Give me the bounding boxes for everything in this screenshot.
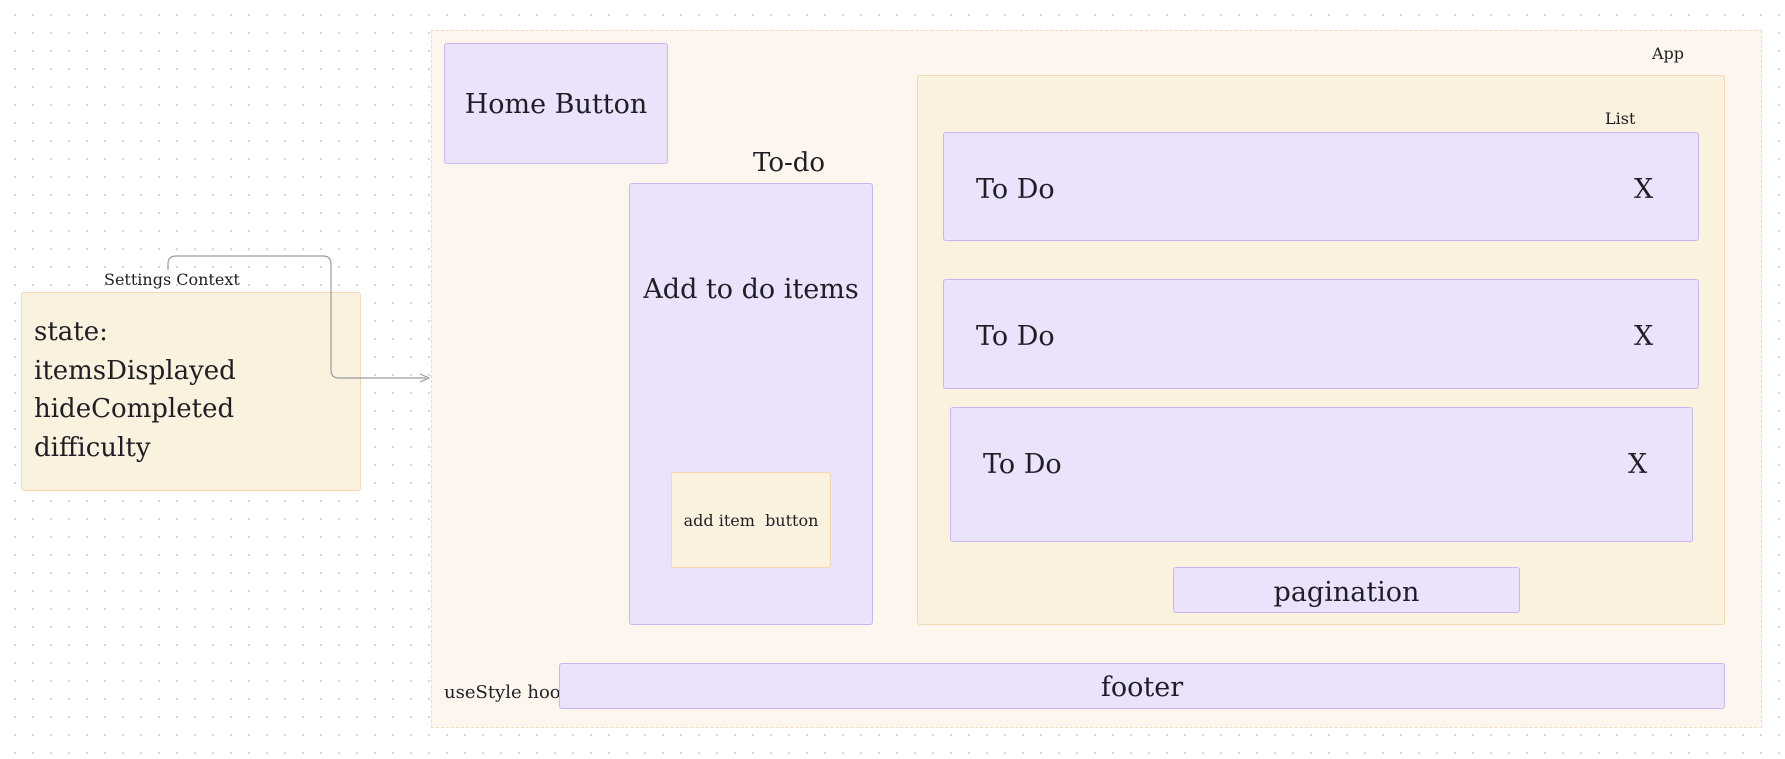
list-item-label: To Do — [983, 449, 1062, 480]
list-label: List — [1605, 109, 1636, 128]
app-label: App — [1652, 44, 1685, 63]
todo-form-label: Add to do items — [643, 274, 859, 305]
list-item[interactable]: To Do X — [943, 132, 1699, 241]
settings-context-title: Settings Context — [104, 270, 240, 289]
settings-state-line: state: — [34, 317, 108, 347]
delete-x-icon[interactable]: X — [1634, 174, 1654, 205]
todo-title: To-do — [753, 148, 826, 178]
footer-label: footer — [1100, 672, 1184, 703]
add-item-button-box[interactable]: add item button — [671, 472, 831, 568]
pagination-label: pagination — [1273, 577, 1420, 608]
settings-state-list: state: itemsDisplayed hideCompleted diff… — [34, 313, 236, 467]
add-item-button-label: add item button — [683, 511, 819, 530]
list-item-label: To Do — [976, 174, 1055, 205]
todo-form-box: Add to do items add item button — [629, 183, 873, 625]
list-item[interactable]: To Do X — [943, 279, 1699, 389]
footer-box: footer — [559, 663, 1725, 709]
pagination-box[interactable]: pagination — [1173, 567, 1520, 613]
settings-state-line: itemsDisplayed — [34, 355, 236, 386]
delete-x-icon[interactable]: X — [1628, 449, 1648, 480]
home-button-box[interactable]: Home Button — [444, 43, 668, 164]
delete-x-icon[interactable]: X — [1634, 321, 1654, 352]
list-item[interactable]: To Do X — [950, 407, 1693, 542]
settings-state-line: difficulty — [34, 432, 151, 463]
settings-state-line: hideCompleted — [34, 394, 235, 424]
usestyle-hook-label: useStyle hook — [444, 682, 572, 703]
home-button-label: Home Button — [464, 89, 648, 120]
list-item-label: To Do — [976, 321, 1055, 352]
settings-context-box: state: itemsDisplayed hideCompleted diff… — [21, 292, 361, 491]
